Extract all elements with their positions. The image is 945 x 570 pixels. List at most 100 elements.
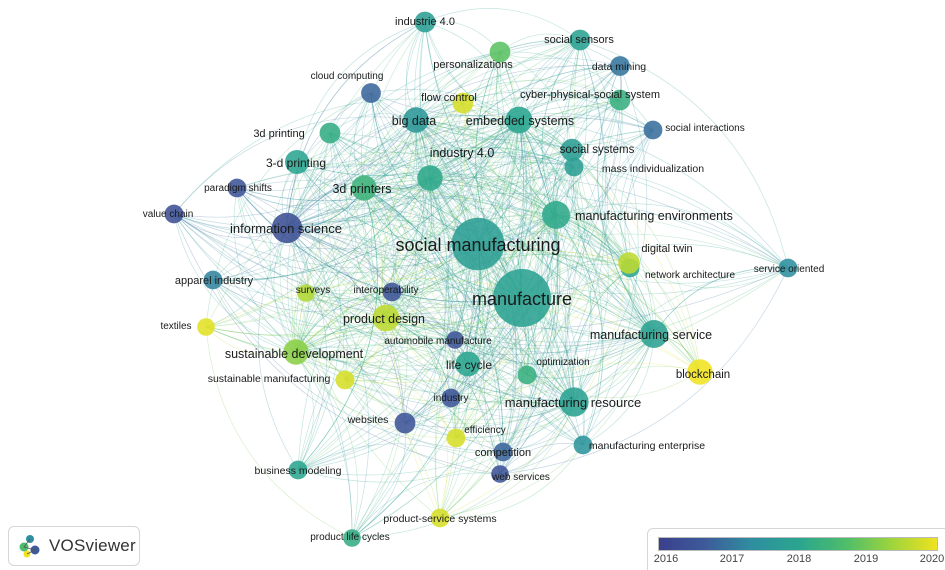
node-manufacturing-service[interactable] xyxy=(640,320,668,348)
node-web-services[interactable] xyxy=(491,465,509,483)
node-optimization[interactable] xyxy=(517,365,537,385)
node-product-life-cycles[interactable] xyxy=(343,529,361,547)
node-cloud-computing[interactable] xyxy=(361,83,381,103)
label-efficiency[interactable]: efficiency xyxy=(464,425,506,436)
node-paradigm-shifts[interactable] xyxy=(227,178,247,198)
node-sustainable-development[interactable] xyxy=(283,339,309,365)
link-big-data-value-chain xyxy=(173,116,417,215)
node-business-modeling[interactable] xyxy=(288,460,308,480)
label-manufacturing-environments[interactable]: manufacturing environments xyxy=(575,209,733,223)
node-social-manufacturing[interactable] xyxy=(451,217,505,271)
node-textiles[interactable] xyxy=(197,318,215,336)
label-sustainable-development[interactable]: sustainable development xyxy=(225,347,364,361)
label-personalizations[interactable]: personalizations xyxy=(433,59,513,71)
node-digital-twin[interactable] xyxy=(618,252,640,274)
label-product-design[interactable]: product design xyxy=(343,312,425,326)
link-apparel-industry-industry-4-0 xyxy=(212,177,431,282)
node-social-systems[interactable] xyxy=(560,138,584,162)
label-3d-printing[interactable]: 3d printing xyxy=(253,128,304,140)
node-social-interactions[interactable] xyxy=(643,120,663,140)
node-efficiency[interactable] xyxy=(446,428,466,448)
node-3-d-printing[interactable] xyxy=(285,150,309,174)
node-websites[interactable] xyxy=(394,412,416,434)
node-manufacture[interactable] xyxy=(493,269,551,327)
label-industry-4-0[interactable]: industry 4.0 xyxy=(430,146,495,160)
node-3d-printers[interactable] xyxy=(351,175,377,201)
node-manufacturing-environments[interactable] xyxy=(542,201,570,229)
label-big-data[interactable]: big data xyxy=(392,114,437,128)
label-cloud-computing[interactable]: cloud computing xyxy=(311,71,384,82)
label-blockchain[interactable]: blockchain xyxy=(676,369,730,381)
node-flow-control[interactable] xyxy=(452,92,474,114)
node-surveys[interactable] xyxy=(297,284,315,302)
label-paradigm-shifts[interactable]: paradigm shifts xyxy=(204,183,272,194)
label-mass-individualization[interactable]: mass individualization xyxy=(602,163,704,175)
node-value-chain[interactable] xyxy=(164,204,184,224)
label-manufacturing-service[interactable]: manufacturing service xyxy=(590,328,712,342)
label-textiles[interactable]: textiles xyxy=(160,321,191,332)
node-manufacturing-resource[interactable] xyxy=(559,387,589,417)
label-competition[interactable]: competition xyxy=(475,447,531,459)
node-industrie-4-0[interactable] xyxy=(414,11,436,33)
node-big-data[interactable] xyxy=(403,107,429,133)
node-cyber-physical-social-system[interactable] xyxy=(609,89,631,111)
node-manufacturing-enterprise[interactable] xyxy=(573,435,593,455)
node-mass-individualization[interactable] xyxy=(564,157,584,177)
label-product-life-cycles[interactable]: product life cycles xyxy=(310,532,389,543)
label-industrie-4-0[interactable]: industrie 4.0 xyxy=(395,16,455,28)
label-apparel-industry[interactable]: apparel industry xyxy=(175,275,254,287)
label-value-chain[interactable]: value chain xyxy=(143,209,194,220)
label-manufacturing-resource[interactable]: manufacturing resource xyxy=(505,395,642,410)
node-sustainable-manufacturing[interactable] xyxy=(335,370,355,390)
label-embedded-systems[interactable]: embedded systems xyxy=(466,114,574,128)
node-data-mining[interactable] xyxy=(610,56,630,76)
label-social-systems[interactable]: social systems xyxy=(560,144,635,156)
node-3d-printing[interactable] xyxy=(319,122,341,144)
label-3-d-printing[interactable]: 3-d printing xyxy=(266,156,326,170)
node-product-design[interactable] xyxy=(372,304,400,332)
label-data-mining[interactable]: data mining xyxy=(592,61,646,73)
link-embedded-systems-3d-printers xyxy=(363,118,520,189)
label-industry[interactable]: industry xyxy=(433,393,468,404)
node-apparel-industry[interactable] xyxy=(203,270,223,290)
node-product-service-systems[interactable] xyxy=(430,508,450,528)
node-industry-4-0[interactable] xyxy=(417,165,443,191)
node-life-cycle[interactable] xyxy=(455,351,481,377)
node-industry[interactable] xyxy=(441,388,461,408)
label-surveys[interactable]: surveys xyxy=(296,285,330,296)
label-life-cycle[interactable]: life cycle xyxy=(446,358,492,372)
label-sustainable-manufacturing[interactable]: sustainable manufacturing xyxy=(208,373,331,385)
label-optimization[interactable]: optimization xyxy=(536,357,589,368)
label-cyber-physical-social-system[interactable]: cyber-physical-social system xyxy=(520,89,660,101)
vosviewer-logo[interactable]: VOSviewer xyxy=(8,526,140,566)
node-service-oriented[interactable] xyxy=(778,258,798,278)
label-service-oriented[interactable]: service oriented xyxy=(754,264,825,275)
node-embedded-systems[interactable] xyxy=(505,106,533,134)
node-personalizations[interactable] xyxy=(489,41,511,63)
label-manufacturing-enterprise[interactable]: manufacturing enterprise xyxy=(589,440,705,452)
label-business-modeling[interactable]: business modeling xyxy=(255,465,342,477)
label-flow-control[interactable]: flow control xyxy=(421,92,477,104)
node-social-sensors[interactable] xyxy=(569,29,591,51)
node-interoperability[interactable] xyxy=(382,282,402,302)
node-automobile-manufacture[interactable] xyxy=(446,331,464,349)
label-information-science[interactable]: information science xyxy=(230,221,342,236)
label-product-service-systems[interactable]: product-service systems xyxy=(383,513,496,525)
label-3d-printers[interactable]: 3d printers xyxy=(332,182,391,196)
link-manufacturing-service-product-life-cycles xyxy=(351,333,655,539)
link-data-mining-manufacture xyxy=(519,65,621,299)
node-blockchain[interactable] xyxy=(687,359,713,385)
node-competition[interactable] xyxy=(493,442,513,462)
label-social-sensors[interactable]: social sensors xyxy=(544,34,614,46)
label-manufacture[interactable]: manufacture xyxy=(472,289,572,309)
label-social-interactions[interactable]: social interactions xyxy=(665,123,744,134)
node-information-science[interactable] xyxy=(271,212,303,244)
label-automobile-manufacture[interactable]: automobile manufacture xyxy=(384,336,492,347)
label-web-services[interactable]: web services xyxy=(491,472,550,483)
label-network-architecture[interactable]: network architecture xyxy=(645,270,735,281)
label-interoperability[interactable]: interoperability xyxy=(353,285,418,296)
label-websites[interactable]: websites xyxy=(347,414,389,426)
label-digital-twin[interactable]: digital twin xyxy=(641,243,692,255)
label-social-manufacturing[interactable]: social manufacturing xyxy=(395,235,560,255)
